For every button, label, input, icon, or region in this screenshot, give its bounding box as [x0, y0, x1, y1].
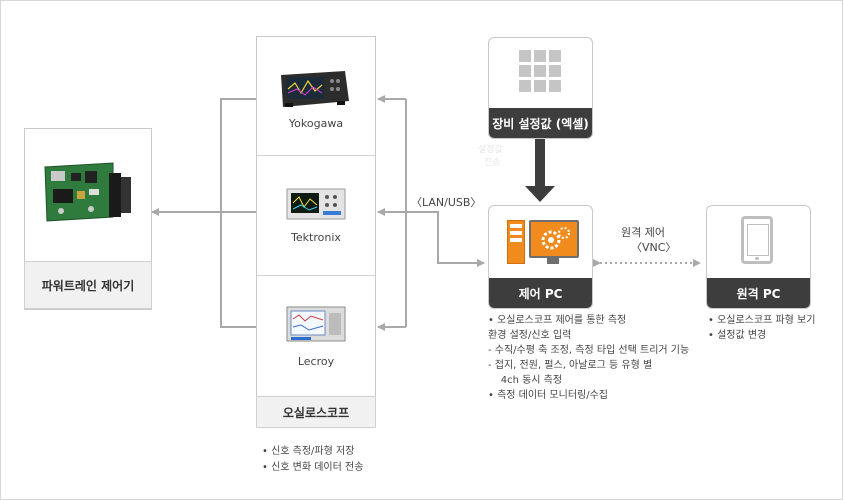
scope-lecroy: Lecroy [257, 275, 375, 397]
powertrain-label: 파워트레인 제어기 [24, 261, 152, 309]
scope-name-tektronix: Tektronix [291, 231, 341, 244]
scope-name-yokogawa: Yokogawa [288, 117, 344, 130]
equipment-settings-card: 장비 설정값 (엑셀) [488, 37, 593, 139]
oscilloscope-label: 오실로스코프 [256, 396, 376, 428]
equipment-faint-text-2: 전송 [484, 158, 501, 168]
monitor-stand [547, 258, 559, 264]
control-pc-note-5: 4ch 동시 측정 [488, 375, 563, 386]
control-pc-label: 제어 PC [489, 278, 592, 308]
tektronix-scope-image [286, 188, 346, 220]
yokogawa-scope-image [281, 71, 349, 107]
remote-pc-label: 원격 PC [707, 278, 810, 308]
oscilloscope-note-2: • 신호 변화 데이터 전송 [262, 462, 364, 473]
lecroy-scope-image [286, 306, 346, 342]
pc-to-scope-bracket [377, 95, 485, 331]
remote-pc-note-1: • 오실로스코프 파형 보기 [708, 315, 816, 326]
control-pc-note-3: - 수직/수평 축 조정, 측정 타입 선택 트리거 기능 [488, 345, 690, 356]
powertrain-controller-card: 파워트레인 제어기 [24, 128, 152, 310]
control-pc-note-2: 환경 설정/신호 입력 [488, 330, 572, 341]
lan-usb-label: 〈LAN/USB〉 [411, 196, 482, 209]
scope-yokogawa: Yokogawa [257, 37, 375, 156]
scope-tektronix: Tektronix [257, 155, 375, 276]
remote-control-label: 원격 제어 [621, 226, 665, 239]
oscilloscope-column: Yokogawa Tektronix Lecroy [256, 36, 376, 398]
equipment-to-pc-arrow [525, 138, 555, 202]
control-pc-card: 제어 PC [488, 205, 593, 309]
pc-tower-icon [507, 220, 525, 264]
equipment-settings-label: 장비 설정값 (엑셀) [489, 108, 592, 138]
oscilloscope-note-1: • 신호 측정/파형 저장 [262, 446, 355, 457]
control-pc-note-6: • 측정 데이터 모니터링/수집 [488, 390, 609, 401]
control-pc-note-4: - 접지, 전원, 펄스, 아날로그 등 유형 별 [488, 360, 653, 371]
spreadsheet-grid-icon [519, 50, 563, 94]
remote-pc-note-2: • 설정값 변경 [708, 330, 767, 341]
vnc-label: 〈VNC〉 [631, 241, 677, 254]
control-pc-note-1: • 오실로스코프 제어를 통한 측정 [488, 315, 627, 326]
scope-name-lecroy: Lecroy [297, 355, 335, 368]
remote-pc-card: 원격 PC [706, 205, 811, 309]
ecu-board-image [41, 159, 135, 225]
monitor-gear-icon [529, 220, 579, 258]
tablet-icon [741, 216, 773, 264]
equipment-faint-text-1: 설정값 [478, 145, 503, 155]
